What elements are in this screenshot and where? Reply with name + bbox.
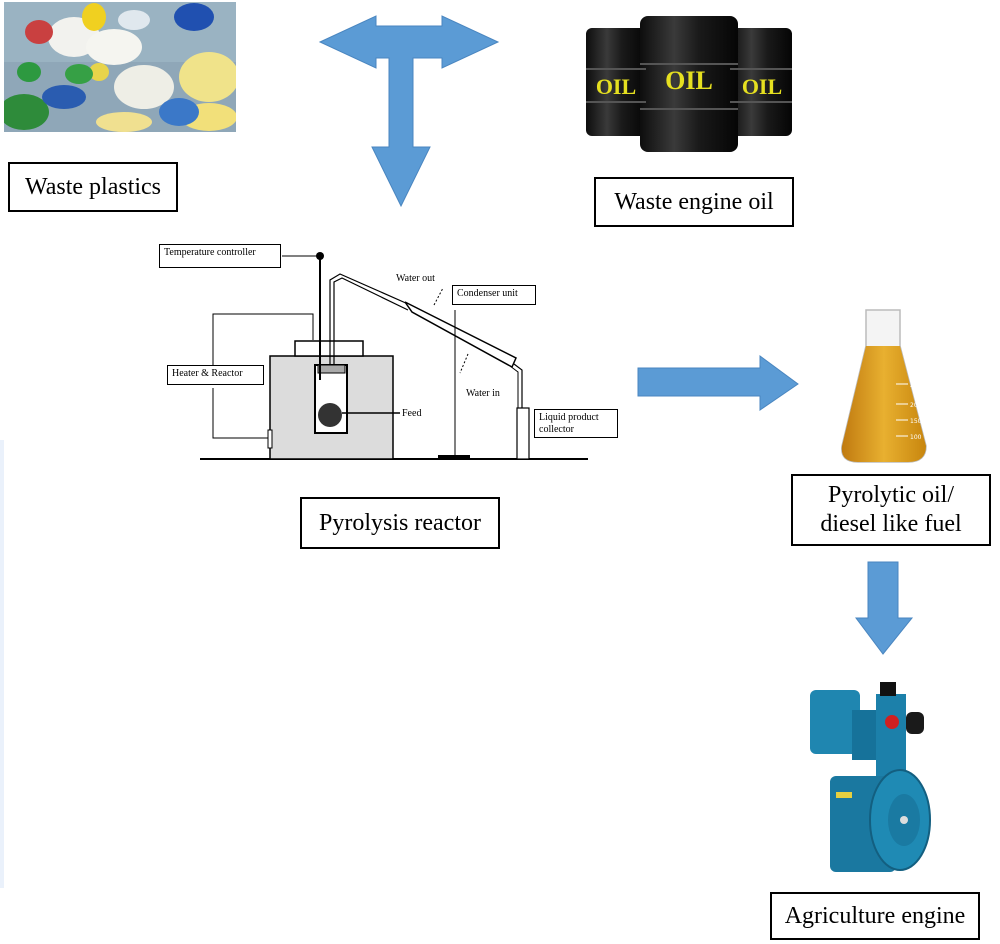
pyrolytic-oil-text-1: Pyrolytic oil/: [828, 482, 954, 509]
pyrolysis-reactor-schematic: [200, 252, 588, 460]
agriculture-engine-label: Agriculture engine: [770, 892, 980, 940]
barrel-text-left: OIL: [596, 74, 636, 99]
pyrolytic-oil-label: Pyrolytic oil/ diesel like fuel: [791, 474, 991, 546]
heater-reactor-label: Heater & Reactor: [167, 365, 264, 385]
t-arrow-icon: [318, 15, 500, 208]
condenser-unit-text: Condenser unit: [457, 288, 518, 299]
temperature-controller-label: Temperature controller: [159, 244, 281, 268]
condenser-unit-label: Condenser unit: [452, 285, 536, 305]
waste-engine-oil-label: Waste engine oil: [594, 177, 794, 227]
agriculture-engine-image: [810, 682, 931, 872]
left-edge-strip: [0, 440, 4, 888]
flask-image: 250 200 150 100: [841, 309, 927, 463]
liquid-collector-label: Liquid product collector: [534, 409, 618, 438]
temperature-controller-text: Temperature controller: [164, 247, 256, 258]
flask-mark-250: 250: [910, 382, 922, 389]
liquid-collector-text-1: Liquid product: [539, 412, 599, 423]
agriculture-engine-text: Agriculture engine: [784, 902, 966, 929]
flask-mark-200: 200: [910, 402, 922, 409]
heater-reactor-text: Heater & Reactor: [172, 368, 243, 379]
pyrolytic-oil-text-2: diesel like fuel: [820, 511, 962, 537]
right-arrow-icon: [637, 355, 799, 411]
waste-plastics-label: Waste plastics: [8, 162, 178, 212]
flask-mark-150: 150: [910, 418, 922, 425]
waste-plastics-image: [4, 2, 236, 132]
down-arrow-icon: [855, 561, 914, 655]
pyrolysis-reactor-text: Pyrolysis reactor: [319, 509, 481, 536]
water-out-label: Water out: [396, 273, 435, 284]
pyrolysis-reactor-label: Pyrolysis reactor: [300, 497, 500, 549]
oil-barrels-image: OIL OIL OIL: [586, 16, 792, 152]
waste-engine-oil-text: Waste engine oil: [614, 188, 774, 215]
water-in-label: Water in: [466, 388, 500, 399]
barrel-text-center: OIL: [665, 66, 713, 95]
waste-plastics-text: Waste plastics: [24, 173, 162, 200]
barrel-text-right: OIL: [742, 74, 782, 99]
feed-label: Feed: [402, 408, 422, 419]
liquid-collector-text-2: collector: [539, 423, 574, 435]
flask-mark-100: 100: [910, 434, 922, 441]
